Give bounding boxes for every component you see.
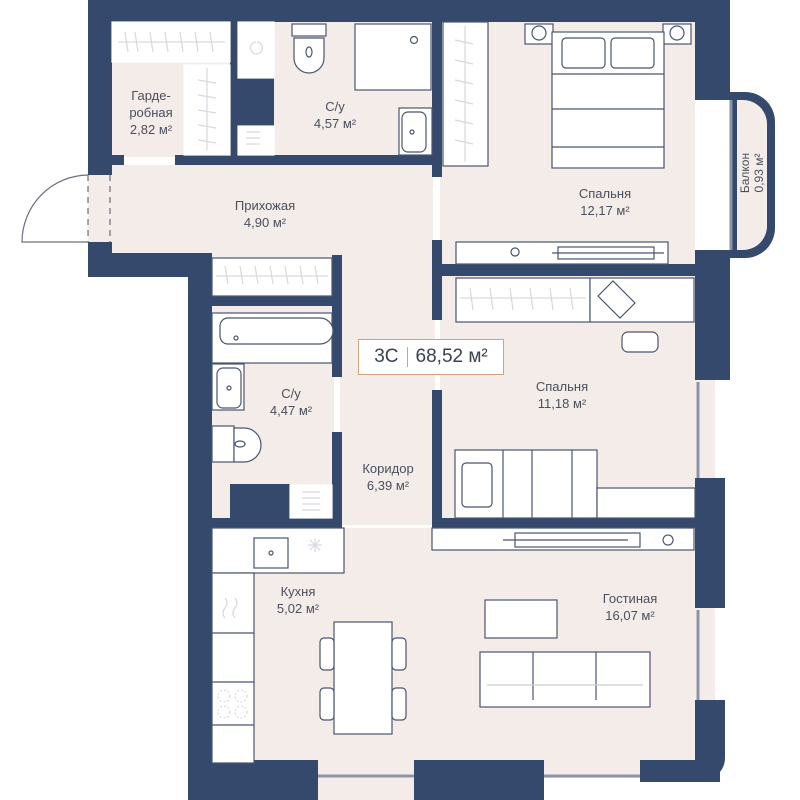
wall-bath1-shaft <box>238 78 274 126</box>
wall-bottom-left <box>188 760 318 800</box>
chair-icon <box>391 637 407 671</box>
room-label-hallway: Прихожая 4,90 м² <box>234 198 296 230</box>
room-label-bedroom-1: Спальня 12,17 м² <box>578 186 632 218</box>
floor-corridor <box>340 255 435 525</box>
room-label-living-room: Гостиная 16,07 м² <box>602 591 658 623</box>
chair-icon <box>319 637 335 671</box>
wall-right-upper <box>695 0 730 100</box>
sofa-icon <box>479 651 651 708</box>
wall-closet-bottom <box>212 296 332 306</box>
wall-bath1-left <box>230 22 238 165</box>
cooktop-icon <box>217 689 248 719</box>
washing-machine-icon <box>237 21 275 79</box>
room-label-balcony: Балкон 0,93 м² <box>738 152 766 194</box>
shower-icon <box>354 23 432 91</box>
total-area: 68,52 м² <box>415 346 488 367</box>
balcony-inner <box>737 100 767 250</box>
snowflake-icon <box>308 538 322 552</box>
apartment-type: 3С <box>374 346 399 367</box>
entrance-door-icon <box>21 174 89 243</box>
toilet-icon <box>211 425 235 463</box>
wall-bedroom2-bottom <box>432 518 695 528</box>
wall-left-top <box>88 0 112 175</box>
wall-bath1-bottom <box>238 155 398 165</box>
wall-bottom-mid <box>414 760 544 800</box>
wall-bedroom1-bottom <box>432 264 695 276</box>
wall-wardrobe-bottom <box>112 155 124 165</box>
dining-table-icon <box>333 621 393 735</box>
room-label-bathroom-1: С/у 4,57 м² <box>313 99 357 131</box>
floor-hallway <box>88 165 433 255</box>
wall-wardrobe-closet-bottom <box>175 155 245 165</box>
wall-right-bedroom2 <box>695 478 725 608</box>
chair-icon <box>391 687 407 721</box>
wall-bath1-right <box>432 22 442 177</box>
towel-rail-icon <box>289 484 333 519</box>
wall-left-lower <box>188 253 212 800</box>
wall-bedroom2-left <box>432 390 442 532</box>
wall-bath2-bottom <box>212 518 342 528</box>
wall-bath2-bottom-block <box>230 484 290 524</box>
hood-icon <box>222 597 238 619</box>
coffee-table-icon <box>484 599 558 639</box>
room-label-wardrobe: Гарде- робная 2,82 м² <box>129 88 173 137</box>
wall-bottom-right <box>640 760 720 782</box>
wall-right-mid <box>695 250 730 380</box>
wall-bedroom1-left-lower <box>432 240 442 320</box>
closet-bedroom2 <box>455 277 591 323</box>
kitchen-counter-left <box>211 572 255 764</box>
room-label-kitchen: Кухня 5,02 м² <box>276 584 320 616</box>
chair-icon <box>621 331 659 353</box>
wall-top <box>90 0 730 22</box>
wall-bath1-bottom-right <box>388 155 438 165</box>
towel-rail-icon <box>237 125 275 156</box>
room-label-bathroom-2: С/у 4,47 м² <box>269 386 313 418</box>
wall-bath2-right-lower <box>332 432 342 532</box>
chair-icon <box>319 687 335 721</box>
badge-separator <box>406 347 408 367</box>
wall-bath2-right-upper <box>332 255 342 377</box>
room-label-corridor: Коридор 6,39 м² <box>362 461 414 493</box>
toilet-icon <box>291 23 327 37</box>
total-area-badge: 3С 68,52 м² <box>358 339 504 375</box>
room-label-bedroom-2: Спальня 11,18 м² <box>535 379 589 411</box>
